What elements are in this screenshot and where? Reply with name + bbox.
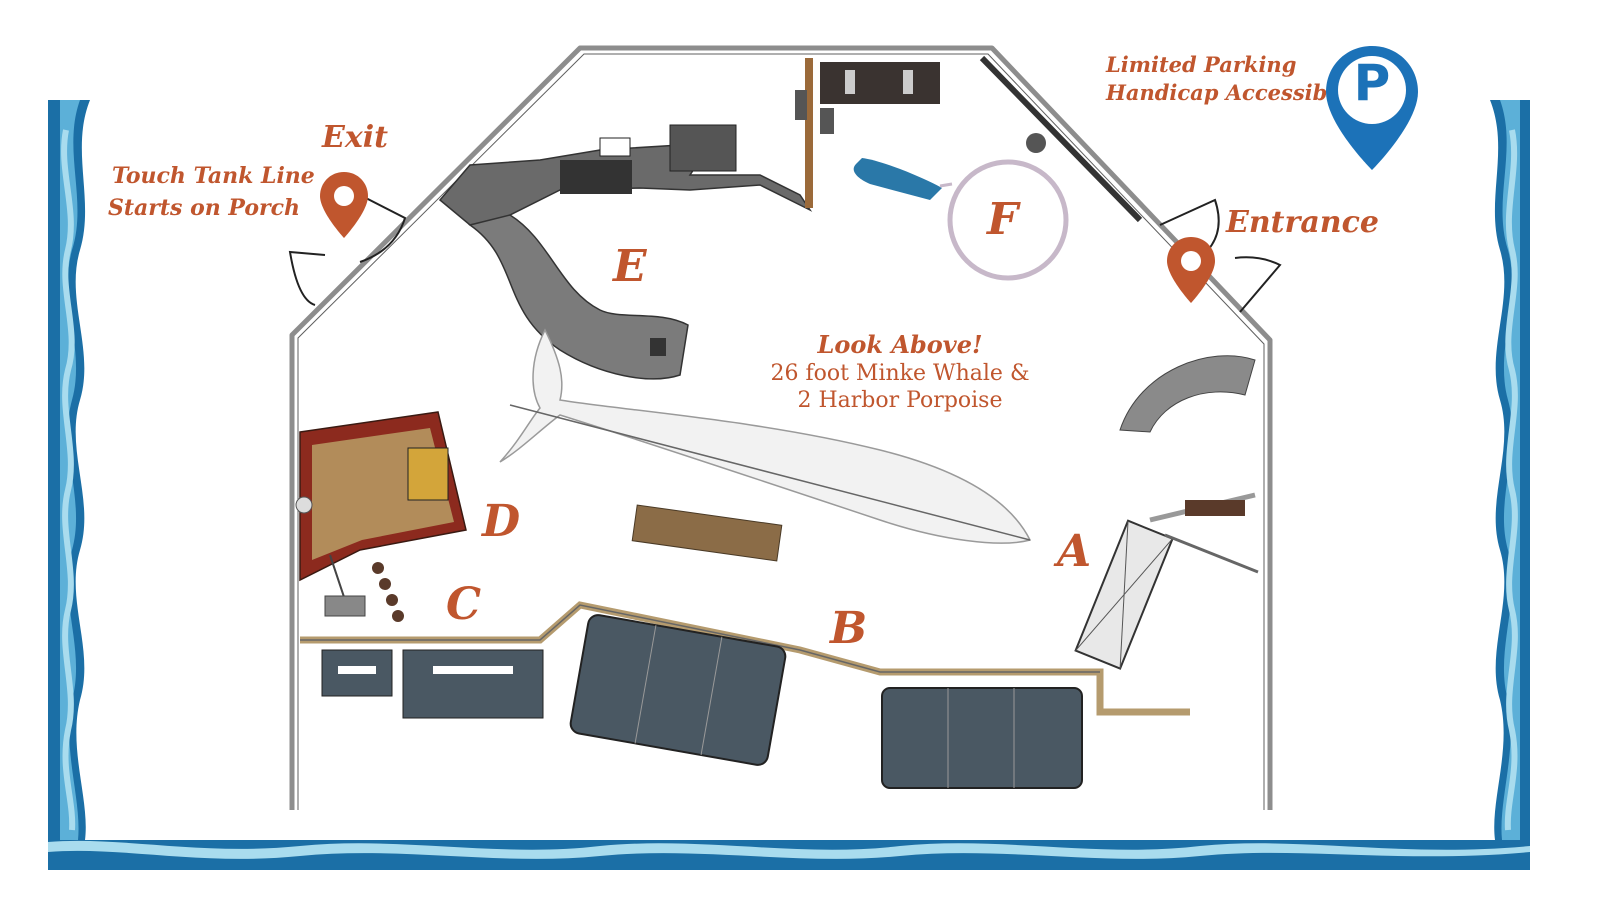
look-above-line1: 26 foot Minke Whale &	[770, 361, 1030, 386]
exhibit-c-tanks	[321, 649, 544, 719]
back-room-equipment	[795, 58, 1046, 208]
zone-e-label: E	[613, 241, 647, 292]
entrance-label: Entrance	[1226, 205, 1379, 240]
map-pin-icon	[320, 172, 368, 238]
parking-label-line2: Handicap Accessible	[1106, 80, 1349, 105]
touch-tank-note-line2: Starts on Porch	[108, 195, 301, 221]
exhibit-d-room	[295, 411, 467, 617]
zone-a-label: A	[1057, 526, 1092, 577]
zone-b-label: B	[830, 603, 868, 654]
building-wall	[289, 45, 1273, 810]
touch-tank-note-line1: Touch Tank Line	[112, 163, 315, 189]
parking-label-line1: Limited Parking	[1106, 52, 1297, 77]
entrance-door	[1159, 198, 1282, 313]
exhibit-a-tank	[1074, 519, 1174, 670]
zone-d-label: D	[482, 496, 521, 547]
bench	[631, 504, 783, 562]
curved-bench	[1119, 355, 1256, 433]
zone-c-label: C	[446, 579, 482, 630]
exit-door	[288, 194, 407, 306]
look-above-note: Look Above! 26 foot Minke Whale & 2 Harb…	[740, 330, 1060, 413]
steps	[372, 562, 404, 622]
exhibit-f	[853, 158, 1069, 281]
exit-label: Exit	[322, 120, 389, 155]
zone-f-label: F	[987, 194, 1019, 245]
look-above-line2: 2 Harbor Porpoise	[797, 388, 1003, 413]
parking-glyph: P	[1353, 54, 1391, 112]
exhibit-b-tanks	[569, 614, 1083, 789]
minke-whale	[499, 328, 1032, 544]
parking-pin-icon: P	[1322, 42, 1422, 174]
exhibit-e-counter	[438, 124, 813, 380]
map-pin-icon	[1167, 237, 1215, 303]
look-above-title: Look Above!	[817, 330, 983, 359]
